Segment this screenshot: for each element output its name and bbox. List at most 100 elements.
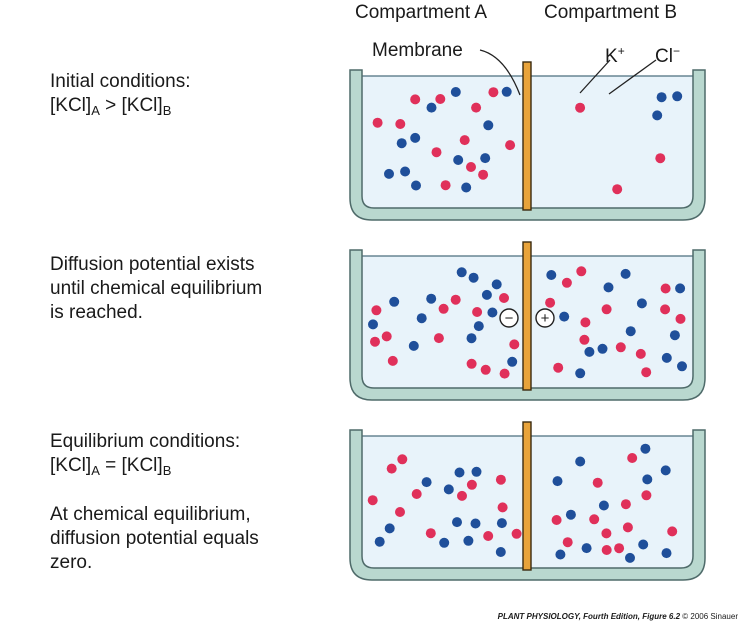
k-ion	[439, 537, 450, 548]
cl-ion	[438, 303, 449, 314]
cl-ion	[553, 362, 564, 373]
cl-ion	[499, 293, 509, 303]
k-ion	[443, 484, 454, 495]
k-ion	[426, 293, 437, 304]
k-ion	[661, 352, 672, 363]
k-ion	[581, 543, 592, 554]
k-ion	[384, 523, 395, 534]
cl-ion	[579, 334, 590, 345]
cl-ion	[589, 514, 600, 525]
k-ion	[368, 319, 378, 330]
label-pointers	[479, 49, 657, 96]
caption-line: At chemical equilibrium,	[50, 504, 251, 525]
tank-panel-3	[349, 421, 706, 581]
k-ion	[416, 313, 427, 324]
cl-ion	[576, 266, 587, 277]
cl-ion	[655, 153, 666, 164]
k-ion	[426, 102, 437, 113]
k-ion	[410, 132, 421, 143]
cl-ion	[450, 294, 461, 305]
caption-line: zero.	[50, 552, 93, 573]
figure-credit: PLANT PHYSIOLOGY, Fourth Edition, Figure…	[498, 612, 738, 621]
cl-ion	[551, 515, 562, 525]
k-ion	[481, 289, 492, 300]
cl-ion	[386, 463, 397, 474]
k-ion	[453, 155, 464, 165]
cl-ion	[397, 454, 408, 465]
cl-ion	[627, 453, 638, 463]
equilibrium-formula: [KCl]A = [KCl]B	[50, 454, 259, 483]
k-ion	[625, 326, 636, 337]
cl-ion	[440, 180, 451, 191]
cl-ion	[381, 331, 392, 342]
cl-ion	[471, 102, 482, 113]
initial-caption: Initial conditions: [KCl]A > [KCl]B	[50, 70, 190, 123]
k-ion	[452, 517, 462, 528]
k-ion	[374, 536, 385, 547]
caption-line: Diffusion potential exists	[50, 254, 255, 275]
k-ion	[501, 86, 512, 97]
k-ion	[463, 535, 474, 546]
cl-ion	[601, 545, 612, 555]
cl-ion	[431, 147, 442, 158]
cl-ion	[511, 528, 522, 539]
k-ion	[473, 321, 484, 332]
diffusion-caption: Diffusion potential exists until chemica…	[50, 253, 262, 325]
negative-charge-symbol: −	[505, 310, 514, 327]
k-ion	[384, 168, 394, 179]
cl-ion-label: Cl−	[655, 40, 680, 68]
k-ion	[471, 466, 482, 477]
cl-ion	[433, 333, 444, 344]
container-wall	[349, 69, 706, 221]
caption-line: is reached.	[50, 302, 143, 323]
k-ion	[675, 283, 686, 294]
caption-line: diffusion potential equals	[50, 528, 259, 549]
k-ion	[620, 268, 631, 279]
cl-ion	[675, 313, 686, 324]
membrane-pointer	[479, 49, 521, 96]
k-ion-pointer	[579, 59, 611, 94]
container-wall	[349, 429, 706, 581]
cl-ion	[480, 364, 491, 375]
k-ion	[456, 267, 467, 278]
k-ion	[546, 270, 557, 280]
cl-ion	[622, 522, 633, 533]
membrane	[522, 61, 532, 211]
cl-ion	[580, 317, 591, 328]
k-ion	[642, 474, 653, 485]
formula-part: > [KCl]	[99, 95, 163, 116]
membrane-label: Membrane	[372, 40, 463, 61]
k-ion	[677, 361, 687, 372]
cl-ion	[395, 507, 405, 517]
k-ion	[454, 467, 465, 478]
k-ion	[450, 87, 461, 97]
k-ion	[480, 153, 491, 164]
k-ion	[555, 549, 566, 560]
k-ion	[396, 138, 407, 149]
k-ion	[466, 333, 477, 344]
container-wall	[349, 249, 706, 401]
formula-subscript: B	[162, 463, 172, 478]
cl-ion	[372, 117, 383, 128]
k-ion	[487, 307, 498, 318]
cl-ion	[575, 102, 586, 113]
formula-subscript: A	[91, 463, 100, 478]
initial-formula: [KCl]A > [KCl]B	[50, 94, 190, 123]
k-ion	[468, 272, 479, 283]
cl-ion	[509, 339, 520, 350]
k-ion	[470, 518, 481, 529]
cl-ion	[615, 342, 626, 353]
cl-ion-charge: −	[672, 44, 680, 58]
cl-ion	[545, 297, 556, 308]
k-ion-charge: +	[617, 44, 625, 58]
negative-charge-symbol-circle	[499, 308, 519, 328]
k-ion	[598, 500, 609, 511]
cl-ion	[635, 348, 646, 359]
positive-charge-symbol: +	[541, 310, 550, 327]
cl-ion	[660, 283, 671, 294]
credit-copyright: © 2006 Sinauer	[682, 612, 738, 621]
formula-subscript: B	[162, 103, 172, 118]
cl-ion	[505, 140, 516, 151]
cl-ion	[497, 502, 508, 513]
